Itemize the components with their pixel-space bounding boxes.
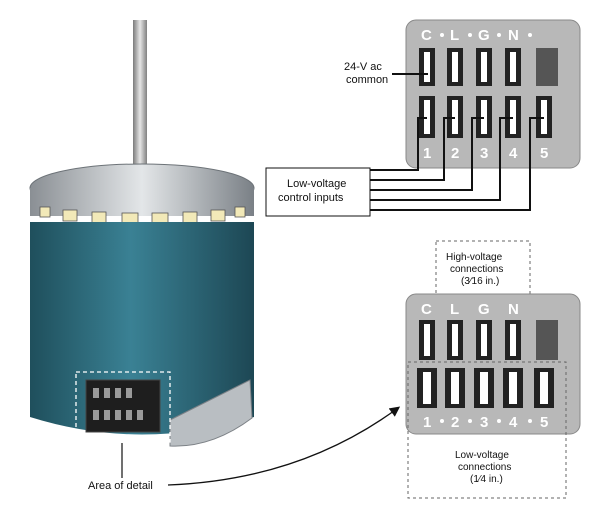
bottom-label-n: N [508,301,519,318]
area-of-detail-label: Area of detail [88,480,153,492]
low-voltage-line3: (1⁄4 in.) [470,474,503,485]
bottom-panel-upper-terminals [419,320,558,360]
motor-base-bracket [169,379,253,447]
bottom-panel-top-labels: C L G N [421,301,519,318]
top-panel-bottom-labels: 1 2 3 4 5 [423,145,548,162]
bottom-label-3: 3 [480,414,488,431]
motor-illustration [29,20,255,447]
bottom-label-4: 4 [509,414,518,431]
control-inputs-line2: control inputs [278,192,344,204]
top-label-3: 3 [480,145,488,162]
bottom-panel-lower-terminals [417,368,554,408]
top-panel-background [405,19,581,169]
top-label-l: L [450,27,459,44]
low-voltage-line1: Low-voltage [455,450,509,461]
control-inputs-box [265,167,371,217]
motor-connector-block [85,379,161,433]
detail-arrow-curve [167,406,401,486]
bottom-label-2: 2 [451,414,459,431]
top-label-2: 2 [451,145,459,162]
top-terminal-panel: C L G N 1 2 3 4 5 [405,19,581,169]
top-label-4: 4 [509,145,518,162]
bottom-terminal-panel: C L G N 1 2 3 4 5 [405,293,581,435]
top-label-n: N [508,27,519,44]
area-of-detail-box [75,371,171,443]
control-inputs-line1: Low-voltage [287,178,346,190]
bottom-label-c: C [421,301,432,318]
top-panel-top-labels: C L G N [421,27,532,44]
bottom-label-5: 5 [540,414,548,431]
bottom-label-g: G [478,301,490,318]
high-voltage-line2: connections [450,264,503,275]
top-label-c: C [421,27,432,44]
bottom-label-l: L [450,301,459,318]
control-input-wires [370,117,544,211]
bottom-panel-background [405,293,581,435]
high-voltage-line1: High-voltage [446,252,503,263]
high-voltage-line3: (3⁄16 in.) [461,276,499,287]
bottom-label-1: 1 [423,414,431,431]
common-label-line2: common [346,74,388,86]
motor-shaft [133,20,147,180]
motor-connector-pins [93,388,143,420]
top-label-g: G [478,27,490,44]
top-panel-upper-terminals [419,48,558,86]
low-voltage-line2: connections [458,462,511,473]
low-voltage-dashed-box [407,361,567,499]
top-label-5: 5 [540,145,548,162]
bottom-panel-bottom-labels: 1 2 3 4 5 [423,414,548,431]
top-label-1: 1 [423,145,431,162]
common-label-line1: 24-V ac [344,61,382,73]
